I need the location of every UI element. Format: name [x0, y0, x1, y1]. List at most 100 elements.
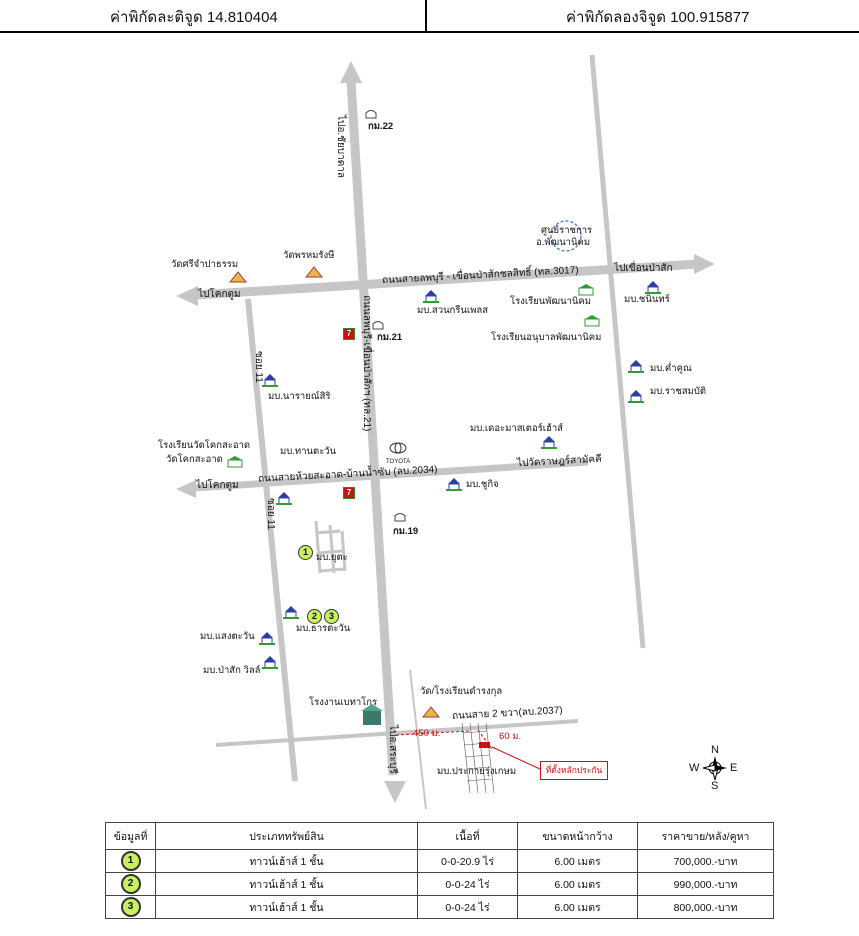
road-right-ns — [589, 54, 646, 649]
school-icon — [578, 284, 594, 296]
narai-label: มบ.นารายณ์สิริ — [268, 391, 331, 402]
arrow-south — [384, 781, 406, 803]
row-price: 990,000.-บาท — [637, 872, 774, 896]
govt-center-sub-label: อ.พัฒนานิคม — [536, 237, 591, 248]
saengtawan-label: มบ.แสงตะวัน — [200, 631, 255, 642]
village-icon — [645, 280, 661, 294]
arrow-west-top — [176, 286, 198, 306]
row-area: 0-0-20.9 ไร่ — [417, 849, 518, 873]
distance-450: 450 ม. — [413, 728, 441, 739]
dhara-label: มบ.ธารตะวัน — [296, 623, 351, 634]
road-bottom — [215, 719, 579, 747]
toyota-logo-icon — [389, 442, 407, 454]
label-to-khok-1: ไปโคกตูม — [198, 289, 241, 300]
convenience-store-icon: 7 — [343, 487, 355, 499]
table-row: 1 ทาวน์เฮ้าส์ 1 ชั้น 0-0-20.9 ไร่ 6.00 เ… — [105, 849, 774, 873]
km-label-22: กม.22 — [368, 121, 394, 132]
road-soi — [245, 298, 298, 782]
row-price: 700,000.-บาท — [637, 849, 774, 873]
row-type: ทาวน์เฮ้าส์ 1 ชั้น — [155, 895, 418, 919]
property-marker-1[interactable]: 1 — [298, 545, 313, 560]
temple-icon — [422, 706, 440, 718]
village-icon — [276, 491, 292, 505]
road-network — [176, 54, 715, 810]
target-lots — [461, 722, 495, 794]
thantawan-label: มบ.ทานตะวัน — [280, 446, 337, 457]
khamkhun-label: มบ.ค่ำคูณ — [650, 363, 692, 374]
compass-s: S — [711, 780, 719, 792]
target-lot — [479, 742, 490, 748]
village-icon — [262, 655, 278, 669]
govt-center-label: ศูนย์ราชการ — [541, 225, 593, 236]
road-ew-top — [194, 259, 699, 300]
distance-line-2 — [477, 729, 493, 750]
km-label-21: กม.21 — [377, 332, 403, 343]
row-width: 6.00 เมตร — [517, 895, 638, 919]
temple-icon — [305, 266, 323, 278]
col-header-no: ข้อมูลที่ — [105, 822, 156, 850]
km-marker-icon — [394, 512, 406, 522]
property-table: ข้อมูลที่ ประเภททรัพย์สิน เนื้อที่ ขนาดห… — [105, 822, 774, 919]
table-row: 2 ทาวน์เฮ้าส์ 1 ชั้น 0-0-24 ไร่ 6.00 เมต… — [105, 872, 774, 896]
col-header-price: ราคาขาย/หลัง/คูหา — [637, 822, 774, 850]
row-type: ทาวน์เฮ้าส์ 1 ชั้น — [155, 872, 418, 896]
master-label: มบ.เดอะมาสเตอร์เฮ้าส์ — [470, 423, 563, 434]
school-pat-label: โรงเรียนพัฒนานิคม — [510, 296, 592, 307]
soi-network — [314, 520, 347, 574]
convenience-store-icon: 7 — [343, 328, 355, 340]
village-icon — [259, 631, 275, 645]
wat-sri-label: วัดศรีจำปาธรรม — [171, 259, 239, 270]
row-area: 0-0-24 ไร่ — [417, 895, 518, 919]
col-header-area: เนื้อที่ — [417, 822, 518, 850]
village-icon — [423, 289, 439, 303]
location-map: ไปอ.ชัยบาดาล ถนนลพบุรี-เขื่อนป่าสักฯ (ทล… — [0, 33, 859, 813]
village-icon — [446, 477, 462, 491]
govt-center-ring — [550, 220, 582, 252]
school-khok-label: โรงเรียนวัดโคกสะอาด — [158, 440, 251, 451]
label-to-khok-2: ไปโคกตูม — [196, 480, 239, 491]
compass-n: N — [711, 744, 719, 756]
chukit-label: มบ.ชูกิจ — [466, 479, 499, 490]
row-number-badge: 1 — [120, 851, 141, 871]
village-icon — [628, 359, 644, 373]
compass-e: E — [730, 762, 738, 774]
label-north: ไปอ.ชัยบาดาล — [335, 115, 346, 179]
longitude-label: ค่าพิกัดลองจิจูด 100.915877 — [566, 9, 750, 26]
coordinate-bar: ค่าพิกัดละติจูด 14.810404 ค่าพิกัดลองจิจ… — [0, 0, 859, 33]
wat-phrom-label: วัดพรหมรังษี — [283, 250, 335, 261]
table-row: 3 ทาวน์เฮ้าส์ 1 ชั้น 0-0-24 ไร่ 6.00 เมต… — [105, 895, 774, 919]
school-icon — [584, 315, 600, 327]
pasak-villa-label: มบ.ป่าสัก วิลล์ — [203, 665, 261, 676]
row-number-badge: 2 — [120, 874, 141, 894]
temple-icon — [229, 271, 247, 283]
col-header-width: ขนาดหน้ากว้าง — [517, 822, 638, 850]
prakai-label: มบ.ประกายรุ่งเกษม — [437, 766, 517, 777]
row-no-cell: 1 — [105, 849, 156, 873]
latitude-label: ค่าพิกัดละติจูด 14.810404 — [110, 9, 278, 26]
road-bottom-link — [409, 669, 427, 810]
row-type: ทาวน์เฮ้าส์ 1 ชั้น — [155, 849, 418, 873]
school-icon — [227, 456, 243, 468]
toyota-label: TOYOTA — [386, 459, 411, 465]
ruenya-label: มบ.ยุตะ — [316, 552, 348, 563]
factory-label: โรงงานเบทาโกร — [309, 697, 378, 708]
row-price: 800,000.-บาท — [637, 895, 774, 919]
collateral-location-box: ที่ตั้งหลักประกัน — [540, 761, 608, 780]
wat-school-label: วัด/โรงเรียนดำรงกุล — [420, 686, 503, 697]
road-middle — [193, 458, 589, 492]
col-header-type: ประเภททรัพย์สิน — [155, 822, 418, 850]
property-marker-2[interactable]: 2 — [307, 609, 322, 624]
chanin-label: มบ.ชนินทร์ — [624, 294, 670, 305]
row-number-badge: 3 — [120, 897, 141, 917]
label-soi-2: ซอย 11 — [265, 498, 276, 530]
label-main-ns: ถนนลพบุรี-เขื่อนป่าสักฯ (ทล.21) — [361, 295, 372, 432]
label-to-dam: ไปเขื่อนป่าสัก — [614, 263, 673, 274]
label-south: ไปอ.สระบุรี — [387, 725, 398, 774]
arrow-north — [340, 61, 362, 83]
row-width: 6.00 เมตร — [517, 849, 638, 873]
property-marker-3[interactable]: 3 — [324, 609, 339, 624]
table-header-row: ข้อมูลที่ ประเภททรัพย์สิน เนื้อที่ ขนาดห… — [105, 822, 774, 850]
wat-khok-label: วัดโคกสะอาด — [166, 454, 223, 465]
row-width: 6.00 เมตร — [517, 872, 638, 896]
km-label-19: กม.19 — [393, 526, 419, 537]
